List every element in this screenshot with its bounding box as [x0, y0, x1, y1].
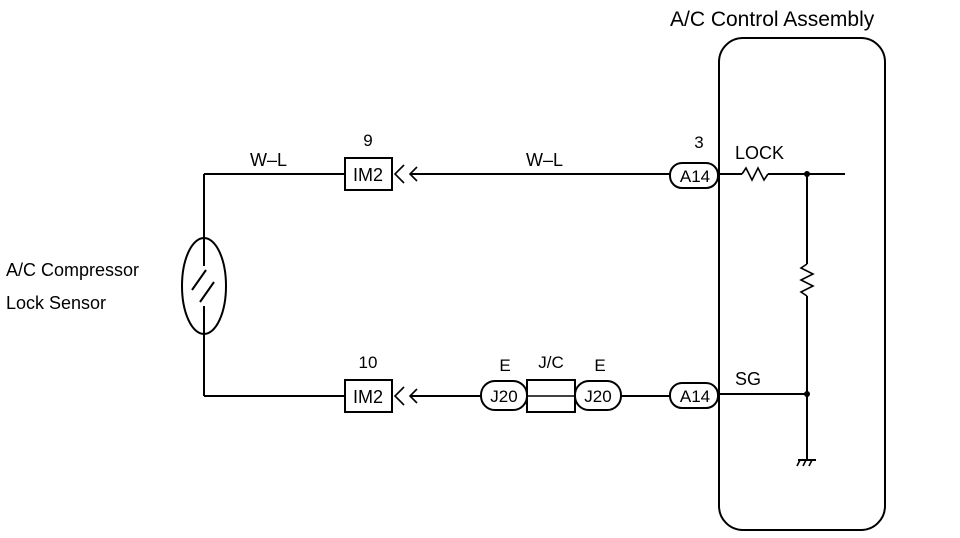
- wire-upper-left-label: W–L: [250, 150, 287, 170]
- connector-im2-upper: 9 IM2: [344, 131, 418, 191]
- connector-a14-upper: 3 A14: [669, 133, 719, 189]
- connector-im2-lower-pin: 10: [359, 353, 378, 372]
- connector-j20-left-pin: E: [499, 356, 510, 375]
- connector-im2-upper-label: IM2: [353, 165, 383, 185]
- connector-a14-lower-label: A14: [680, 387, 710, 406]
- sg-terminal-label: SG: [735, 369, 761, 389]
- control-assembly-box: [718, 37, 886, 531]
- connector-im2-lower: 10 IM2: [344, 353, 418, 413]
- connector-j20-right-label: J20: [584, 387, 611, 406]
- connector-a14-upper-label: A14: [680, 167, 710, 186]
- connector-j20-right-pin: E: [594, 356, 605, 375]
- connector-im2-upper-pin: 9: [363, 131, 372, 150]
- junction-label: J/C: [538, 353, 564, 372]
- connector-a14-lower: A14: [669, 382, 719, 409]
- control-assembly-title: A/C Control Assembly: [670, 8, 875, 31]
- junction-connector: J/C: [526, 353, 576, 413]
- lock-sensor-symbol: [181, 174, 227, 396]
- ground-symbol: [796, 459, 816, 467]
- connector-j20-right: E J20: [574, 356, 622, 411]
- sensor-label-line2: Lock Sensor: [6, 293, 106, 313]
- lock-terminal-label: LOCK: [735, 143, 784, 163]
- connector-j20-left-label: J20: [490, 387, 517, 406]
- lock-resistor: [741, 166, 769, 182]
- connector-im2-lower-label: IM2: [353, 387, 383, 407]
- wire-upper-right-label: W–L: [526, 150, 563, 170]
- sensor-label-line1: A/C Compressor: [6, 260, 139, 280]
- connector-j20-left: E J20: [480, 356, 528, 411]
- connector-a14-upper-pin: 3: [694, 133, 703, 152]
- pullup-resistor: [799, 263, 815, 297]
